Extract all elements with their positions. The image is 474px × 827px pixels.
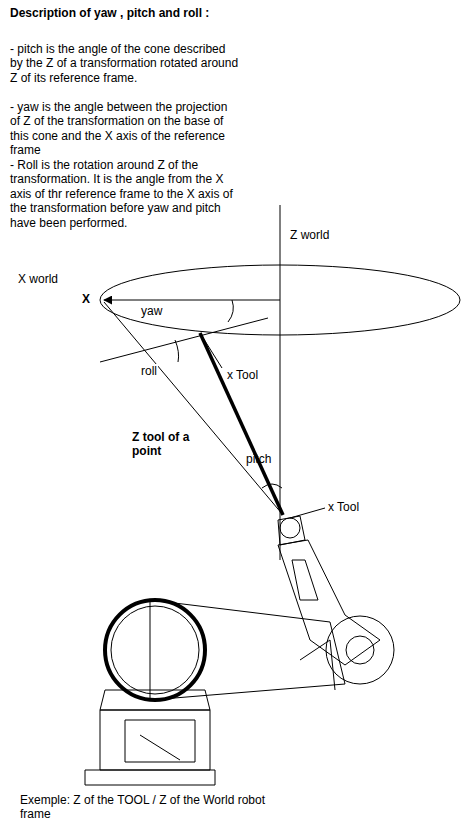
elbow-hub bbox=[346, 636, 374, 664]
yaw-note: - yaw is the angle between the projectio… bbox=[10, 100, 240, 158]
upper-arm bbox=[150, 600, 345, 700]
cone-base bbox=[100, 265, 460, 335]
base-plate bbox=[85, 770, 215, 785]
axis-label: Z world bbox=[290, 228, 329, 242]
column bbox=[100, 710, 210, 770]
turret bbox=[100, 690, 210, 710]
shoulder-inner bbox=[111, 606, 199, 694]
axis-label: x Tool bbox=[226, 368, 259, 382]
wrist-flange bbox=[278, 516, 305, 545]
roll-arc bbox=[175, 340, 179, 362]
elbow-joint bbox=[326, 616, 394, 684]
x-axis-arrow bbox=[104, 300, 280, 301]
z-tool-line bbox=[200, 333, 283, 515]
column-panel bbox=[125, 720, 195, 762]
axis-label: x Tool bbox=[328, 500, 359, 514]
cone-side bbox=[104, 302, 283, 515]
column-detail bbox=[140, 735, 180, 760]
angle-label: roll bbox=[140, 364, 158, 378]
wrist-circle bbox=[280, 518, 300, 538]
title: Description of yaw , pitch and roll : bbox=[10, 6, 240, 20]
axis-label: X bbox=[82, 292, 90, 306]
pitch-note: - pitch is the angle of the cone describ… bbox=[10, 42, 240, 85]
upper-arm-detail bbox=[300, 640, 335, 690]
forearm-detail bbox=[292, 560, 318, 600]
part-label: Z tool of a point bbox=[132, 430, 212, 459]
axis-label: X world bbox=[18, 272, 58, 286]
shoulder-joint bbox=[105, 600, 205, 700]
pitch-arc bbox=[262, 484, 282, 488]
angle-label: pitch bbox=[246, 452, 271, 466]
forearm bbox=[278, 540, 380, 665]
roll-line bbox=[100, 318, 268, 362]
roll-note: - Roll is the rotation around Z of the t… bbox=[10, 158, 240, 230]
angle-label: yaw bbox=[140, 304, 163, 318]
caption: Exemple: Z of the TOOL / Z of the World … bbox=[20, 793, 280, 822]
yaw-arc bbox=[228, 300, 233, 322]
